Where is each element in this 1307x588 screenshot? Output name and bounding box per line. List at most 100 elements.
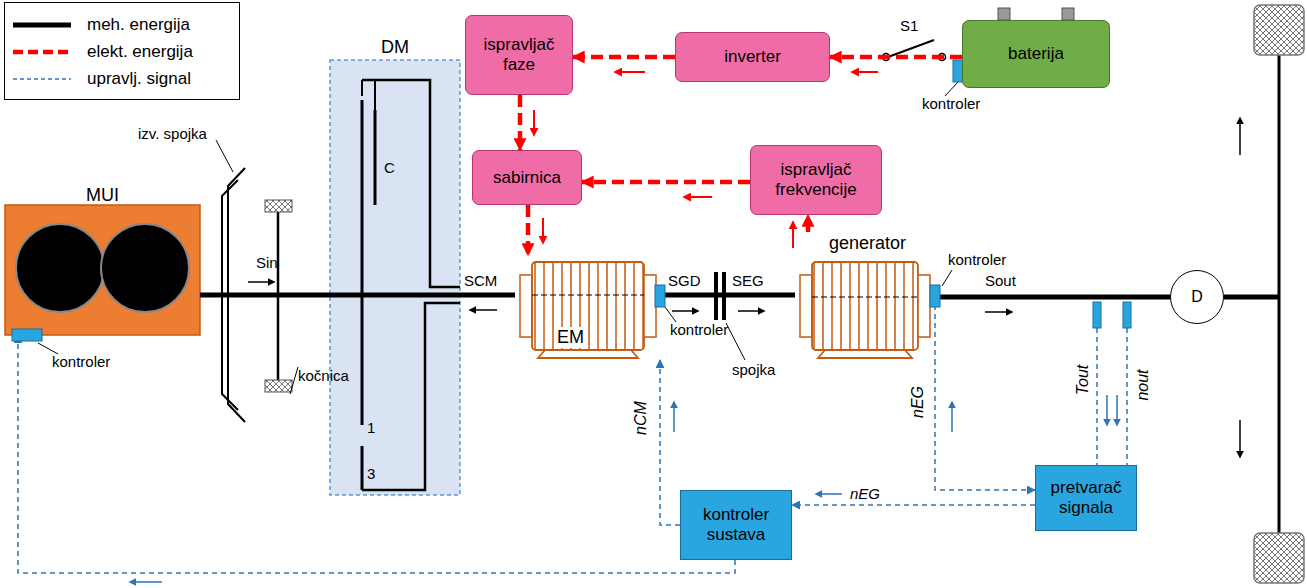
part-label: kočnica <box>298 368 349 385</box>
node-text: generator <box>829 233 906 254</box>
flow-arrow <box>738 310 764 312</box>
motor-foot <box>538 350 638 358</box>
shaft-line <box>200 293 330 298</box>
part-label: kontroler <box>52 354 110 371</box>
part-label: kontroler <box>670 322 728 339</box>
part-label: 1 <box>367 420 375 437</box>
engine-block <box>5 205 200 335</box>
legend-text: upravlj. signal <box>87 69 191 89</box>
wheel <box>1254 5 1304 55</box>
flow-arrow <box>470 309 497 311</box>
leader-line <box>726 323 745 360</box>
process-box: kontroler sustava <box>680 490 792 560</box>
generator-endcap <box>800 275 812 337</box>
signal-arrow <box>951 402 953 432</box>
motor-body <box>532 262 644 350</box>
leader-line <box>945 82 958 96</box>
controller-unit <box>930 285 940 307</box>
power-arrow <box>684 196 712 198</box>
signal-line <box>660 360 680 525</box>
motor-endcap <box>520 275 532 337</box>
power-arrow <box>615 71 645 73</box>
node-text: D <box>1191 288 1203 306</box>
brake-pad <box>265 380 292 392</box>
part-label: SEG <box>732 273 764 290</box>
node-text: EM <box>555 327 586 348</box>
part-label: spojka <box>732 362 775 379</box>
differential-circle: D <box>1170 270 1224 324</box>
process-box: pretvarač signala <box>1035 465 1137 531</box>
part-label: C <box>384 160 395 177</box>
dm-housing <box>330 60 460 495</box>
power-line <box>582 180 750 185</box>
sensor-wire <box>1126 328 1128 465</box>
signal-name: nout <box>1134 369 1152 400</box>
controller-unit <box>655 285 665 307</box>
brake-pad <box>265 200 292 212</box>
signal-line <box>935 360 1035 490</box>
ring-shaft <box>362 303 460 490</box>
gear-3 <box>361 446 364 490</box>
sensor-wire <box>1096 328 1098 465</box>
wheel <box>1254 533 1304 583</box>
shaft-line <box>665 293 795 298</box>
carrier <box>362 80 460 287</box>
gearbox-region: DM <box>330 36 460 495</box>
node-text: DM <box>381 37 409 58</box>
gear-1 <box>361 100 364 425</box>
switch-blade <box>888 40 934 57</box>
generator-endcap <box>918 275 930 337</box>
legend-row: upravlj. signal <box>11 65 233 92</box>
sensor <box>1123 302 1131 328</box>
process-box: sabirnica <box>472 150 582 205</box>
power-arrow <box>852 71 878 73</box>
node-text: MUI <box>86 185 119 206</box>
planet-gear <box>374 110 377 205</box>
signal-line <box>792 504 1035 506</box>
leader-line <box>942 270 952 286</box>
leader-line <box>38 343 58 354</box>
motor-shaft <box>532 294 644 295</box>
signal-sample <box>13 78 71 80</box>
signal-name: nCM <box>632 401 650 435</box>
flow-arrow <box>248 281 274 283</box>
generator-foot <box>818 350 912 358</box>
planet-arm <box>362 80 375 110</box>
motor-endcap <box>644 275 656 337</box>
engine-cylinder <box>101 224 189 312</box>
shaft-line <box>940 295 1170 300</box>
battery-terminal <box>1062 8 1074 20</box>
part-label: SGD <box>668 273 701 290</box>
signal-arrow <box>673 402 675 432</box>
power-line <box>806 215 811 232</box>
power-line <box>573 55 675 60</box>
legend-row: elekt. energija <box>11 38 233 65</box>
controller-unit <box>12 329 42 341</box>
power-arrow <box>792 222 794 248</box>
flow-arrow <box>985 311 1012 313</box>
signal-arrow <box>816 493 842 495</box>
generator-body <box>812 262 918 350</box>
leader-line <box>216 140 233 172</box>
legend-row: meh. energija <box>11 11 233 38</box>
sensor-wire <box>934 305 936 360</box>
engine-box: MUI <box>5 184 200 335</box>
legend-text: meh. energija <box>87 15 190 35</box>
leader-line <box>290 367 298 394</box>
battery-box: baterija <box>962 20 1110 88</box>
flow-arrow <box>1239 420 1241 457</box>
motor-node: EM <box>515 255 665 360</box>
node-text: sabirnica <box>493 168 561 188</box>
node-text: pretvarač signala <box>1042 478 1130 517</box>
electric-sample <box>11 45 73 59</box>
power-arrow <box>542 218 544 243</box>
part-label: izv. spojka <box>138 126 207 143</box>
part-label: kontroler <box>948 252 1006 269</box>
part-label: Sin <box>256 255 278 272</box>
process-box: inverter <box>675 32 830 82</box>
shaft-line <box>460 293 515 298</box>
dm-shaft <box>330 293 460 298</box>
legend: meh. energija elekt. energija upravlj. sig… <box>4 2 240 100</box>
generator-shaft <box>812 296 918 297</box>
signal-arrow <box>130 581 162 583</box>
